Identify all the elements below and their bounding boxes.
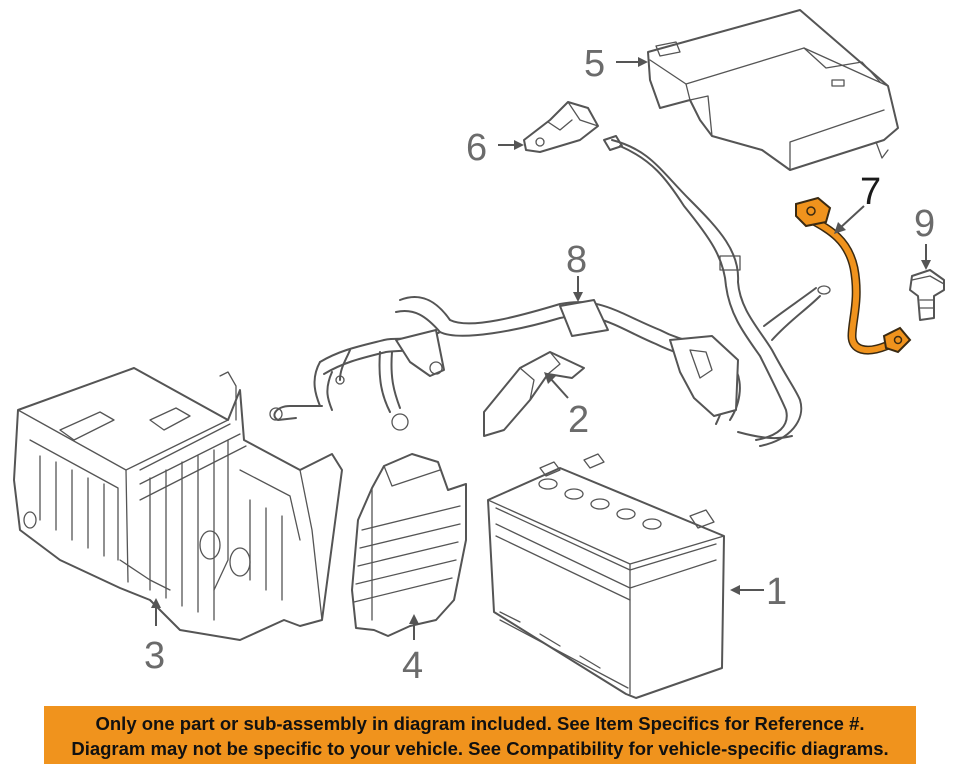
callout-1: 1 <box>766 571 787 613</box>
callout-leaders <box>151 57 931 640</box>
highlight-cable-path <box>809 217 899 354</box>
callout-9: 9 <box>914 203 935 245</box>
battery-cover <box>647 9 899 171</box>
terminal-bolt <box>909 269 945 321</box>
callout-6: 6 <box>466 127 487 169</box>
battery-negative-cable <box>795 196 912 355</box>
main-cable <box>603 135 831 447</box>
callout-8: 8 <box>566 239 587 281</box>
cable-bracket <box>483 351 585 437</box>
callout-4: 4 <box>402 645 423 687</box>
cable-harness <box>269 295 741 431</box>
callout-2: 2 <box>568 399 589 441</box>
battery <box>487 453 725 699</box>
disclaimer-line-2: Diagram may not be specific to your vehi… <box>71 738 889 759</box>
callout-3: 3 <box>144 635 165 677</box>
disclaimer-line-1: Only one part or sub-assembly in diagram… <box>95 713 865 734</box>
heat-shield <box>351 453 467 637</box>
clip-bracket <box>523 101 599 153</box>
disclaimer-banner: Only one part or sub-assembly in diagram… <box>44 706 916 764</box>
callout-5: 5 <box>584 43 605 85</box>
callout-7: 7 <box>860 171 881 213</box>
battery-tray <box>13 367 343 641</box>
